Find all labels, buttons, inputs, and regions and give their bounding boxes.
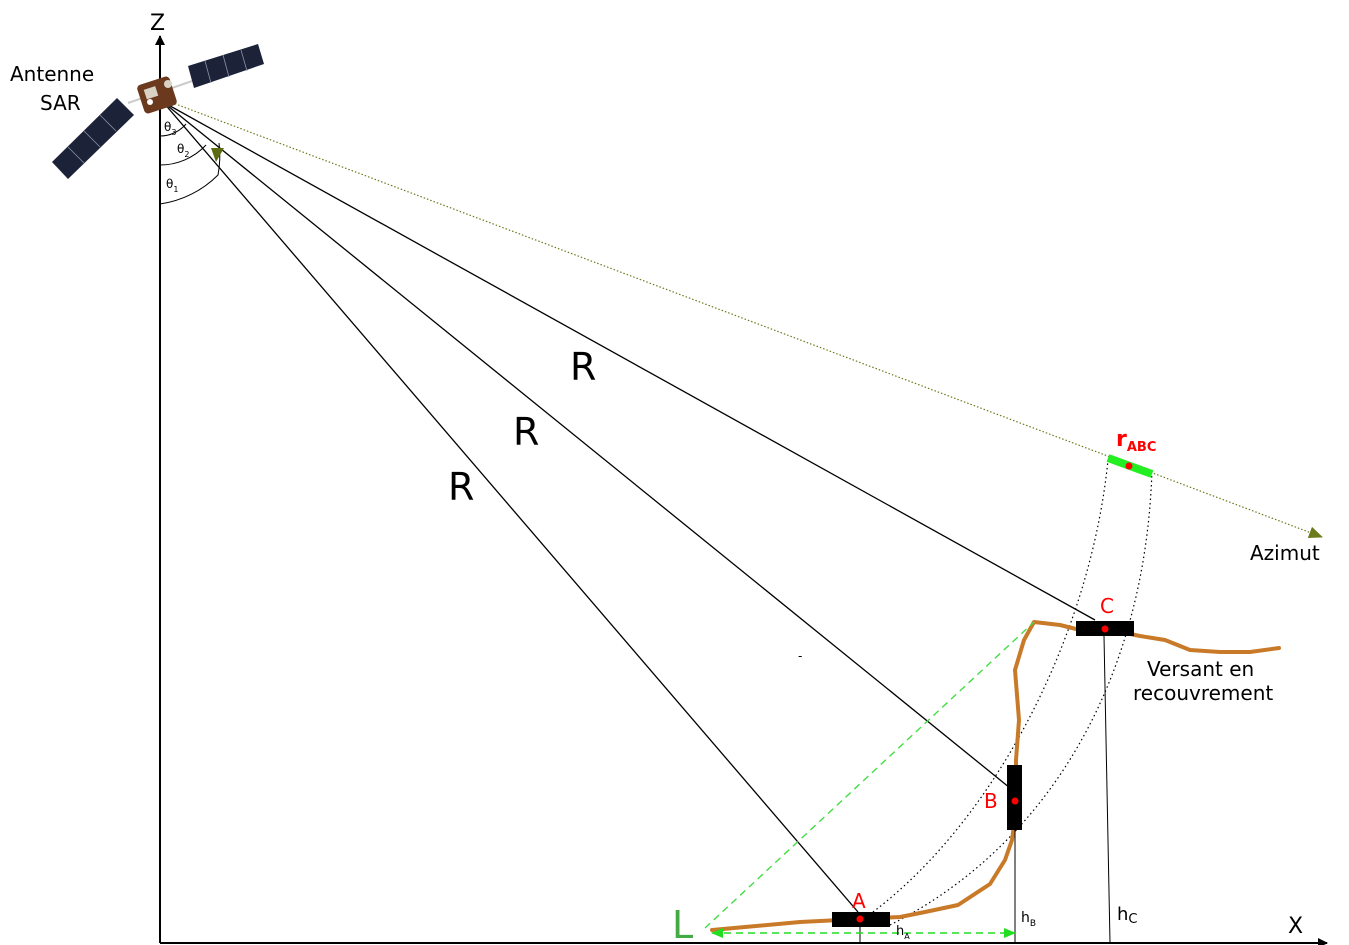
angle-arc-theta3 [159, 123, 187, 137]
antenna-label-line2: SAR [40, 91, 81, 115]
azimuth-label: Azimut [1250, 541, 1320, 565]
layover-projection-line [704, 621, 1035, 929]
height-label-b: hB [1021, 910, 1036, 929]
range-line-b [162, 101, 1011, 789]
range-arc-outer [889, 469, 1153, 926]
height-label-c: hC [1117, 904, 1138, 927]
range-line-a [162, 101, 859, 913]
resolution-cell-dot [1125, 462, 1133, 470]
point-c-label: C [1100, 594, 1114, 618]
range-label-c: R [570, 345, 596, 389]
z-axis-label: Z [150, 11, 165, 36]
range-label-b: R [513, 410, 539, 454]
angle-arc-theta2 [159, 144, 207, 166]
cell-b [1007, 765, 1022, 830]
layover-length-label: L [672, 903, 693, 945]
point-a-label: A [852, 889, 866, 913]
antenna-label-line1: Antenne [10, 62, 94, 86]
height-label-a: hA [896, 924, 910, 941]
stray-mark: - [798, 649, 802, 663]
range-line-c [162, 101, 1096, 621]
range-arc-inner [861, 459, 1109, 921]
angle-label-theta2: θ2 [177, 142, 189, 159]
point-b-dot [1011, 797, 1019, 805]
slope-label-line2: recouvrement [1133, 681, 1273, 705]
height-line-c [1103, 635, 1111, 944]
point-a-dot [856, 915, 864, 923]
point-c-dot [1101, 625, 1109, 633]
angle-label-theta1: θ1 [166, 177, 178, 194]
angle-arc-theta1 [159, 142, 221, 205]
resolution-cell-label: rABC [1116, 427, 1156, 455]
range-label-a: R [448, 465, 474, 509]
angle-label-theta3: θ3 [164, 120, 176, 137]
slope-label-line1: Versant en [1147, 657, 1254, 681]
x-axis-label: X [1288, 914, 1303, 939]
terrain-profile [710, 620, 1281, 932]
satellite-icon [52, 44, 264, 179]
angle-arrowhead-icon [211, 148, 224, 162]
point-b-label: B [984, 789, 998, 813]
solar-panel-left [52, 98, 134, 179]
